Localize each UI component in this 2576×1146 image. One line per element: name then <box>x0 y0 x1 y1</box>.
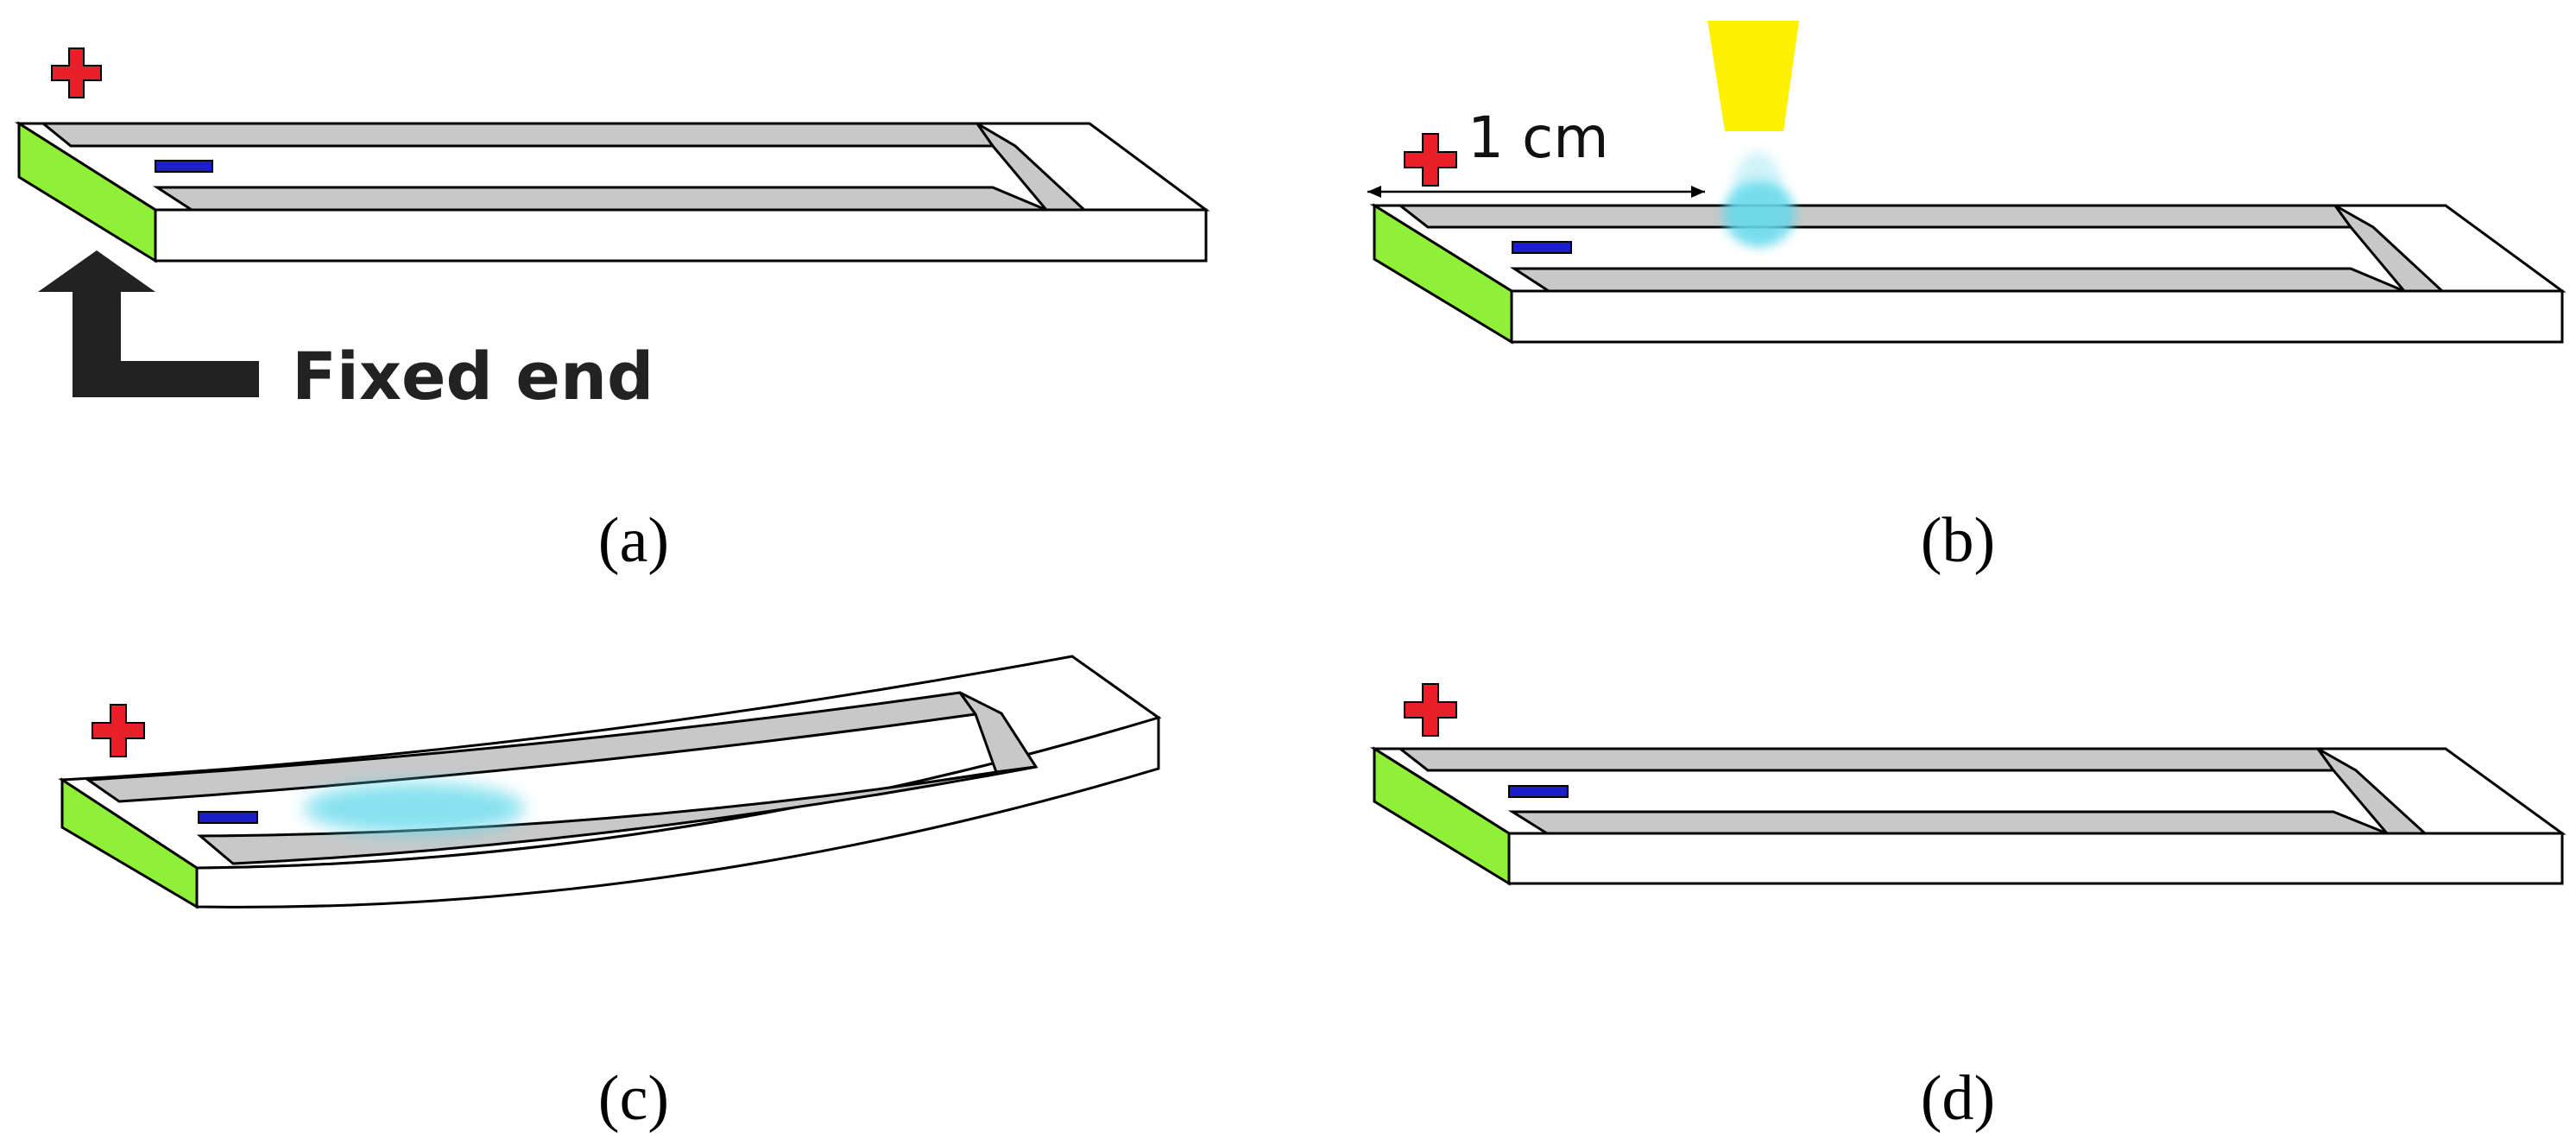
droplet-icon <box>1723 181 1796 247</box>
electrode-upper-track <box>1396 204 2353 229</box>
fixed-end-face <box>60 777 199 909</box>
electrode-lower-track <box>1507 810 2388 835</box>
electrode-lower-track <box>1509 267 2405 293</box>
fixed-end-arrow-icon <box>38 250 259 397</box>
plus-icon <box>51 47 102 98</box>
panel-c: (c) <box>58 655 1162 1134</box>
distance-dimension-line <box>1367 186 1705 198</box>
panel-label-a: (a) <box>598 505 669 576</box>
plus-icon <box>1404 133 1457 187</box>
fixed-end-label: Fixed end <box>292 338 653 415</box>
strip-front-face <box>1510 289 2564 344</box>
electrode-upper-track <box>1396 747 2336 772</box>
electrode-pattern <box>1396 747 2428 835</box>
electrode-lower-track <box>152 186 1047 212</box>
fixed-end-face <box>1373 746 1511 886</box>
electrode-pattern <box>39 122 1088 212</box>
plus-icon <box>92 704 145 757</box>
minus-icon <box>1512 241 1572 254</box>
strip-front-face <box>154 208 1208 263</box>
electrode-pattern <box>1396 204 2446 293</box>
panel-label-c: (c) <box>598 1063 669 1134</box>
fixed-end-face <box>17 121 157 263</box>
distance-label: 1 cm <box>1468 104 1609 171</box>
strip-front-face <box>1507 832 2564 885</box>
panel-label-b: (b) <box>1921 505 1995 576</box>
minus-icon <box>155 160 213 173</box>
droplet-spread-icon <box>304 782 525 834</box>
plus-icon <box>1404 683 1457 737</box>
electrode-connector <box>2333 204 2446 293</box>
panel-a: Fixed end (a) <box>14 47 1210 576</box>
panel-label-d: (d) <box>1921 1063 1995 1134</box>
electrode-upper-track <box>39 122 995 148</box>
electrode-connector <box>975 122 1088 212</box>
electrode-pattern <box>84 691 1039 865</box>
minus-icon <box>198 811 258 824</box>
minus-icon <box>1508 785 1569 798</box>
electrode-connector <box>2316 747 2428 835</box>
panel-b: 1 cm (b) <box>1367 21 2567 576</box>
strip-front-face <box>195 715 1160 909</box>
fixed-end-face <box>1373 203 1513 345</box>
light-beam <box>1708 21 1799 131</box>
panel-d: (d) <box>1369 683 2567 1134</box>
